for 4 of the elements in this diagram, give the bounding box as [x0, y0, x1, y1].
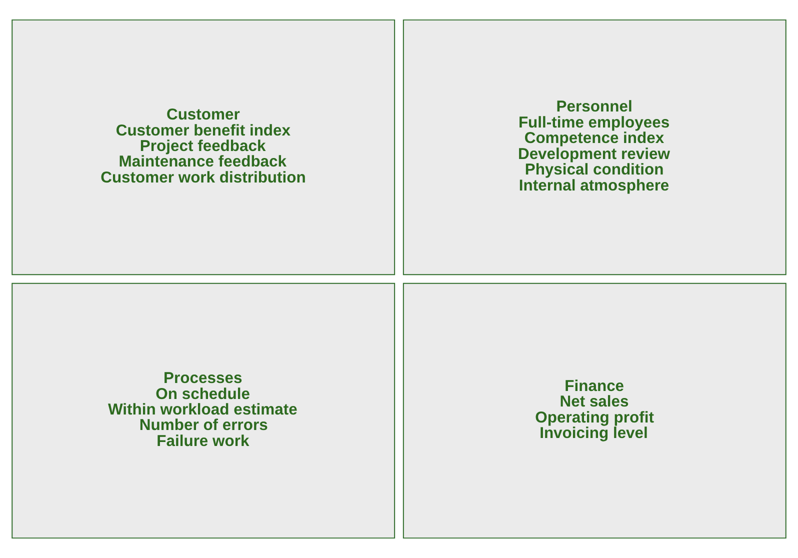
node-box: Finance Net sales Operating profit Invoicing level	[402, 282, 786, 539]
node-box: Processes On schedule Within workload estimate Number of errors Failure work	[12, 282, 396, 539]
node-box: Customer Customer benefit index Project feedback Maintenance feedback Customer work distribution	[12, 19, 396, 276]
node-box: Personnel Full-time employees Competence index Development review Physical condition Internal atmosphere	[402, 19, 786, 276]
